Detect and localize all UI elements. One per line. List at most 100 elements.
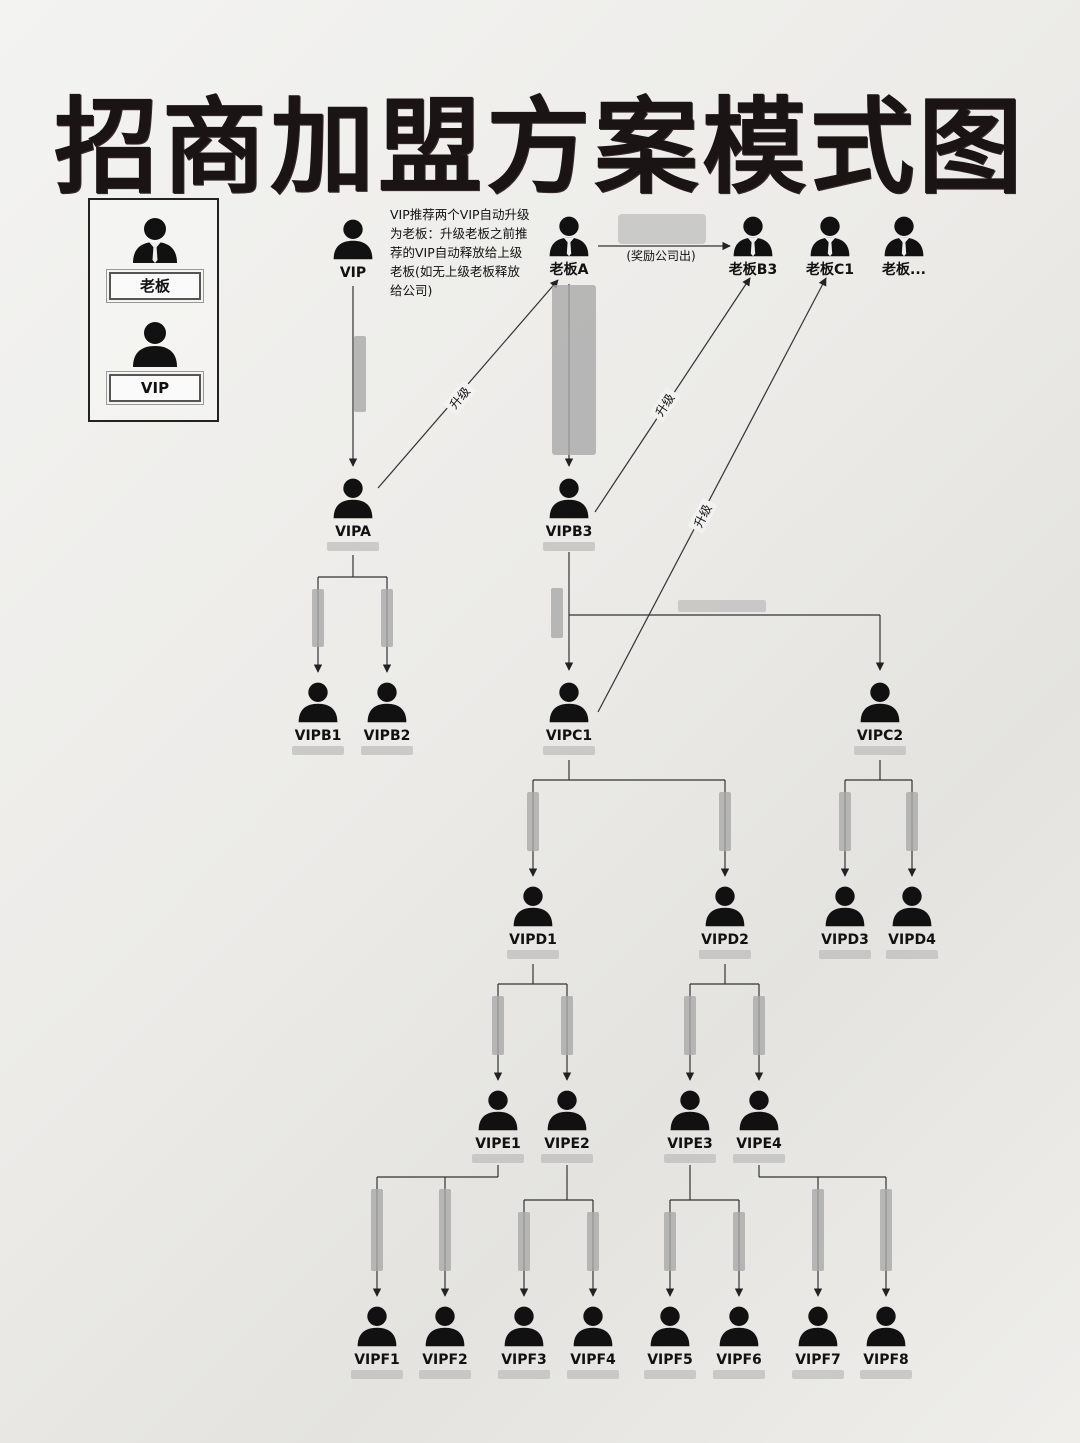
node-label: VIPD1 bbox=[509, 932, 557, 948]
node-label: 老板B3 bbox=[729, 261, 777, 278]
redacted-reward-label bbox=[618, 214, 706, 244]
redacted-node-caption bbox=[664, 1154, 716, 1163]
node-vipF7: VIPF7 bbox=[795, 1306, 841, 1368]
node-vipC2: VIPC2 bbox=[857, 682, 903, 744]
redacted-node-caption bbox=[498, 1370, 550, 1379]
vip-person-icon bbox=[478, 1090, 518, 1131]
redacted-node-caption bbox=[792, 1370, 844, 1379]
redacted-labels bbox=[292, 214, 938, 1379]
node-vipC1: VIPC1 bbox=[546, 682, 592, 744]
node-vipE4: VIPE4 bbox=[736, 1090, 782, 1152]
node-vipE1: VIPE1 bbox=[475, 1090, 521, 1152]
vip-person-icon bbox=[333, 478, 373, 519]
node-label: VIPE3 bbox=[667, 1136, 713, 1152]
node-vipD1: VIPD1 bbox=[509, 886, 557, 948]
node-label: VIPD4 bbox=[888, 932, 936, 948]
redacted-edge-label bbox=[880, 1189, 892, 1271]
node-label: VIPB3 bbox=[546, 524, 593, 540]
node-label: VIPC2 bbox=[857, 728, 903, 744]
node-label: 老板A bbox=[550, 261, 589, 278]
node-label: VIPB2 bbox=[364, 728, 411, 744]
redacted-edge-label bbox=[719, 792, 731, 851]
redacted-node-caption bbox=[713, 1370, 765, 1379]
node-vipD2: VIPD2 bbox=[701, 886, 749, 948]
redacted-edge-label bbox=[664, 1212, 676, 1271]
node-label: VIPF6 bbox=[716, 1352, 762, 1368]
rule-note: VIP推荐两个VIP自动升级为老板：升级老板之前推荐的VIP自动释放给上级老板(… bbox=[390, 207, 530, 298]
vip-person-icon bbox=[719, 1306, 759, 1347]
node-vipE3: VIPE3 bbox=[667, 1090, 713, 1152]
vip-person-icon bbox=[367, 682, 407, 723]
node-vipD4: VIPD4 bbox=[888, 886, 936, 948]
upgrade-label: 升级 bbox=[648, 386, 681, 423]
redacted-edge-label bbox=[518, 1212, 530, 1271]
redacted-edge-label bbox=[492, 996, 504, 1055]
node-label: VIPF8 bbox=[863, 1352, 909, 1368]
node-vipF4: VIPF4 bbox=[570, 1306, 616, 1368]
node-vipA: VIPA bbox=[333, 478, 373, 540]
node-label: 老板... bbox=[882, 261, 926, 278]
vip-person-icon bbox=[866, 1306, 906, 1347]
redacted-edge-label bbox=[552, 285, 596, 455]
vip-person-icon bbox=[133, 322, 177, 367]
redacted-edge-label bbox=[587, 1212, 599, 1271]
vip-person-icon bbox=[425, 1306, 465, 1347]
redacted-node-caption bbox=[327, 542, 379, 551]
vip-person-icon bbox=[298, 682, 338, 723]
node-label: VIPE1 bbox=[475, 1136, 521, 1152]
connector-line bbox=[597, 277, 827, 713]
boss-person-icon bbox=[133, 218, 177, 263]
node-label: VIPC1 bbox=[546, 728, 592, 744]
boss-person-icon bbox=[733, 216, 773, 257]
node-vipF8: VIPF8 bbox=[863, 1306, 909, 1368]
redacted-node-caption bbox=[351, 1370, 403, 1379]
legend-vip-label: VIP bbox=[106, 371, 204, 405]
redacted-edge-label bbox=[551, 588, 563, 638]
vip-person-icon bbox=[357, 1306, 397, 1347]
redacted-edge-label bbox=[312, 589, 324, 647]
legend-box: 老板 VIP bbox=[88, 198, 219, 422]
node-label: VIPE4 bbox=[736, 1136, 782, 1152]
redacted-node-caption bbox=[733, 1154, 785, 1163]
page-title: 招商加盟方案模式图 bbox=[53, 85, 1026, 208]
node-label: VIPF2 bbox=[422, 1352, 468, 1368]
node-label: VIPE2 bbox=[544, 1136, 590, 1152]
vip-person-icon bbox=[650, 1306, 690, 1347]
node-vipB3: VIPB3 bbox=[546, 478, 593, 540]
redacted-node-caption bbox=[860, 1370, 912, 1379]
node-label: VIPF1 bbox=[354, 1352, 400, 1368]
vip-person-icon bbox=[705, 886, 745, 927]
redacted-node-caption bbox=[541, 1154, 593, 1163]
boss-person-icon bbox=[884, 216, 924, 257]
vip-person-icon bbox=[739, 1090, 779, 1131]
redacted-node-caption bbox=[699, 950, 751, 959]
node-vipE2: VIPE2 bbox=[544, 1090, 590, 1152]
vip-person-icon bbox=[825, 886, 865, 927]
redacted-node-caption bbox=[567, 1370, 619, 1379]
redacted-edge-label bbox=[678, 600, 766, 612]
node-vipF6: VIPF6 bbox=[716, 1306, 762, 1368]
redacted-edge-label bbox=[684, 996, 696, 1055]
boss-person-icon bbox=[810, 216, 850, 257]
node-bossB3: 老板B3 bbox=[729, 216, 777, 278]
redacted-edge-label bbox=[906, 792, 918, 851]
redacted-edge-label bbox=[527, 792, 539, 851]
redacted-edge-label bbox=[561, 996, 573, 1055]
redacted-edge-label bbox=[439, 1189, 451, 1271]
redacted-node-caption bbox=[886, 950, 938, 959]
connector-lines bbox=[313, 241, 917, 1297]
redacted-node-caption bbox=[361, 746, 413, 755]
node-vipB2: VIPB2 bbox=[364, 682, 411, 744]
boss-person-icon bbox=[549, 216, 589, 257]
node-bossA: 老板A bbox=[549, 216, 589, 278]
redacted-edge-label bbox=[812, 1189, 824, 1271]
redacted-edge-label bbox=[371, 1189, 383, 1271]
node-bossEtc: 老板... bbox=[882, 216, 926, 278]
node-vipD3: VIPD3 bbox=[821, 886, 869, 948]
vip-person-icon bbox=[549, 682, 589, 723]
node-label: VIPF3 bbox=[501, 1352, 547, 1368]
redacted-edge-label bbox=[839, 792, 851, 851]
vip-person-icon bbox=[549, 478, 589, 519]
vip-person-icon bbox=[860, 682, 900, 723]
